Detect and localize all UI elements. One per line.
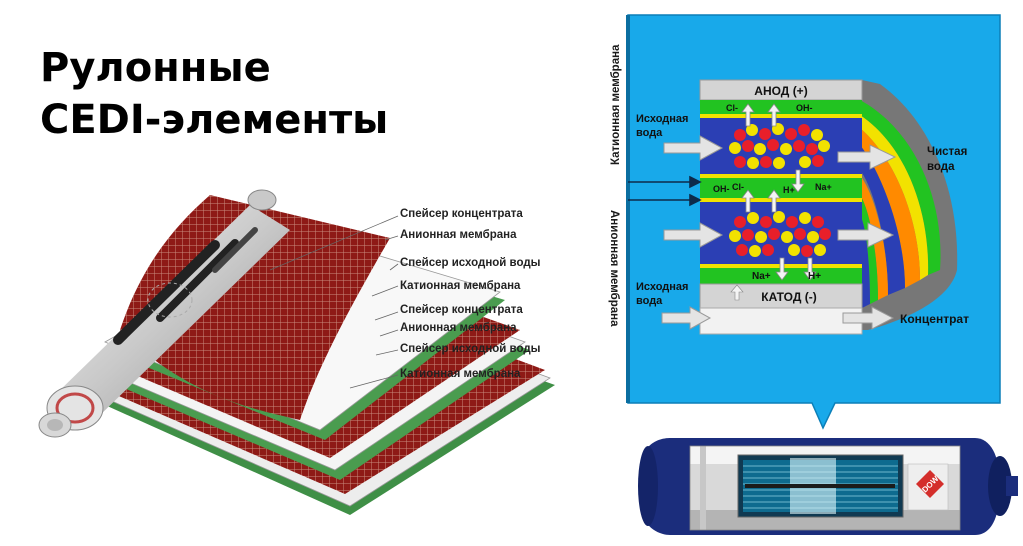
ion-cl-mid: Cl- [732,182,744,192]
leader-lines [269,215,399,389]
roll-label-cation-membrane-1: Катионная мембрана [400,280,521,292]
ion-migration-arrows [741,103,817,281]
roll-label-cation-membrane-2: Катионная мембрана [400,368,521,380]
cedi-module: DOW [638,438,1018,535]
cation-membrane-vertical-label: Катионная мембрана [610,44,622,165]
concentrate-channel [699,307,863,335]
feed-water-bottom-label-2: вода [636,295,663,307]
roll-label-feed-spacer-1: Спейсер исходной воды [400,257,541,269]
spiral-roll-diagram [38,189,555,515]
middle-yellow-membrane-2 [700,198,862,202]
feed-arrow-top [663,135,724,161]
roll-label-feed-spacer-2: Спейсер исходной воды [400,343,541,355]
ion-oh-top: OH- [796,103,813,113]
ion-na-bottom: Na+ [752,271,771,282]
ion-cl-top: Cl- [726,103,738,113]
top-yellow-membrane [700,114,862,118]
roll-label-concentrate-spacer-1: Спейсер концентрата [400,208,523,220]
page-title: Рулонные CEDI-элементы [40,45,389,143]
membrane-pointer-arrows [628,175,702,207]
concentrate-inlet-arrow [661,306,712,330]
feed-water-top-label-1: Исходная [636,113,688,125]
feed-water-top-label-2: вода [636,127,663,139]
concentrate-label: Концентрат [900,312,969,326]
clean-water-label-1: Чистая [927,146,967,158]
middle-yellow-membrane [700,174,862,178]
core-tube [38,189,290,438]
anode-green-band [700,100,862,114]
ion-na-mid: Na+ [815,182,832,192]
ion-spheres-top [729,123,830,169]
ion-spheres-bottom [729,211,831,257]
feed-arrow-bottom [663,222,724,248]
ion-h-mid: H+ [783,185,795,195]
flow-arrows [661,135,897,330]
feed-water-bottom-label-1: Исходная [636,281,688,293]
cathode-label: КАТОД (-) [761,290,816,304]
roll-label-concentrate-spacer-2: Спейсер концентрата [400,304,523,316]
ion-h-bottom: H+ [808,271,821,282]
clean-water-label-2: вода [927,161,955,173]
clean-water-arrow-bottom [837,222,895,248]
roll-label-anion-membrane-2: Анионная мембрана [400,322,517,334]
cell-cross-section-diagram: Катионная мембрана Анионная мембрана АНО… [608,14,1018,535]
roll-label-anion-membrane-1: Анионная мембрана [400,229,517,241]
anode-label: АНОД (+) [754,84,807,98]
curved-layers [860,80,958,330]
concentrate-outlet-arrow [842,306,895,330]
anion-membrane-vertical-label: Анионная мембрана [608,210,620,327]
cathode-up-arrow [730,284,744,301]
ion-oh-mid: OH- [713,184,730,194]
sheet-mesh-top [120,195,390,420]
clean-water-arrow-top [837,144,897,170]
concentrate-green-band [700,178,862,198]
